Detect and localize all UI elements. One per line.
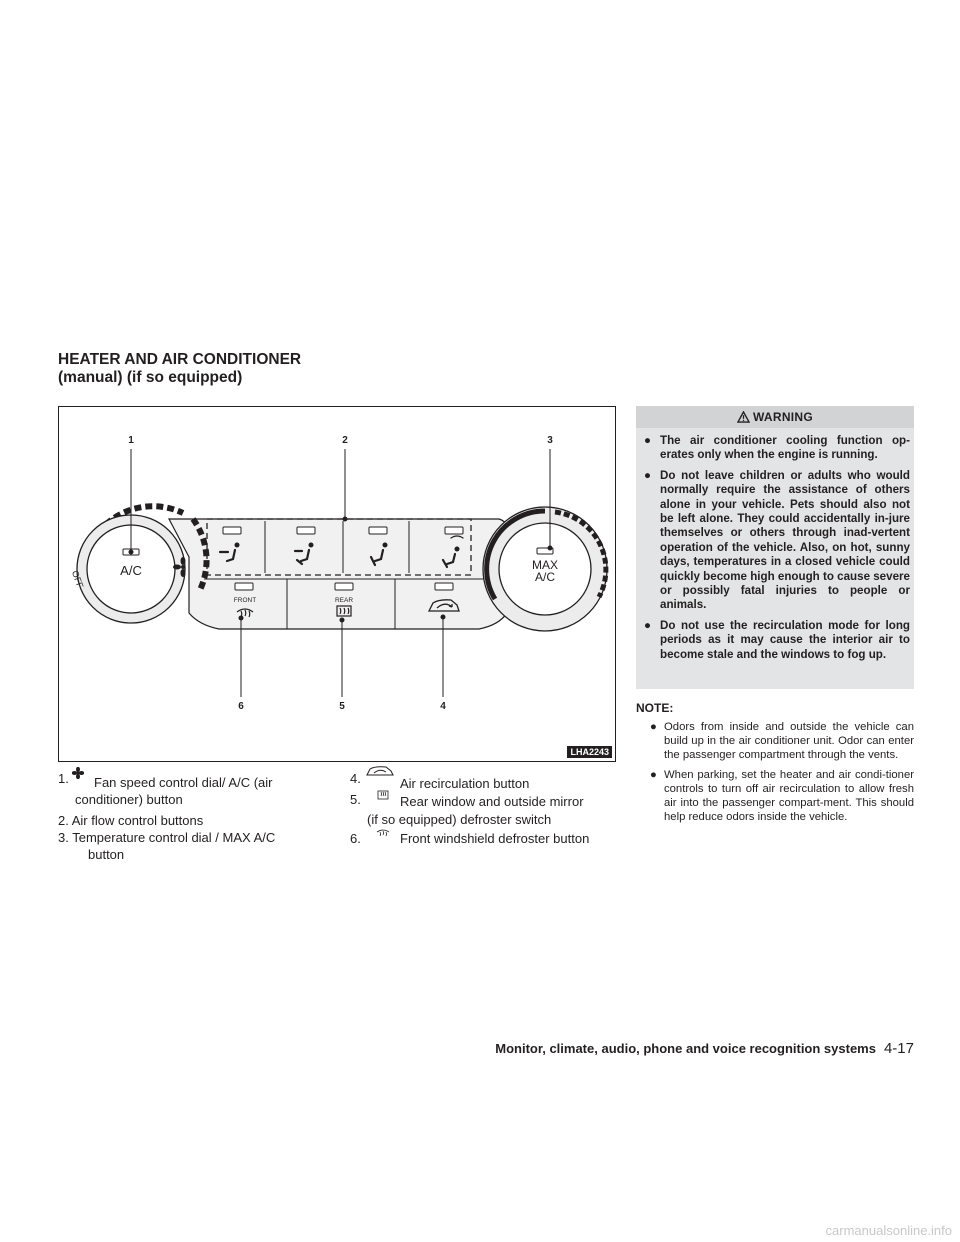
warning-box: WARNING ● The air conditioner cooling fu… bbox=[636, 406, 914, 689]
vent-foot-icon bbox=[369, 542, 388, 567]
temperature-dial: MAX A/C bbox=[482, 506, 609, 632]
warning-item: ● The air conditioner cooling function o… bbox=[644, 434, 910, 462]
fan-speed-dial: A/C OFF bbox=[70, 503, 210, 624]
fan-icon bbox=[173, 557, 186, 577]
warning-item: ● Do not use the recirculation mode for … bbox=[644, 618, 910, 661]
caption-2: 2. Air flow control buttons bbox=[58, 813, 204, 828]
chapter-title: Monitor, climate, audio, phone and voice… bbox=[495, 1041, 876, 1056]
warning-list: ● The air conditioner cooling function o… bbox=[636, 428, 914, 662]
page-footer: Monitor, climate, audio, phone and voice… bbox=[495, 1040, 914, 1057]
callout-3: 3 bbox=[547, 435, 553, 446]
section-subtitle: (manual) (if so equipped) bbox=[58, 369, 243, 386]
section-heading: HEATER AND AIR CONDITIONER (manual) (if … bbox=[58, 351, 301, 387]
caption-3: 3. Temperature control dial / MAX A/C bu… bbox=[58, 830, 276, 862]
max-label: MAX bbox=[532, 558, 558, 572]
rear-defrost-icon bbox=[336, 605, 352, 617]
callout-4: 4 bbox=[440, 701, 446, 712]
callout-6: 6 bbox=[238, 701, 244, 712]
warning-item: ● Do not leave children or adults who wo… bbox=[644, 468, 910, 612]
figure-code: LHA2243 bbox=[567, 746, 612, 758]
callout-5: 5 bbox=[339, 701, 345, 712]
note-heading: NOTE: bbox=[636, 701, 674, 715]
control-panel-illustration: FRONT REAR A/C OFF bbox=[70, 435, 609, 712]
warning-triangle-icon bbox=[736, 411, 750, 423]
note-list: ● Odors from inside and outside the vehi… bbox=[650, 720, 914, 829]
front-label: FRONT bbox=[234, 597, 256, 604]
note-item: ● Odors from inside and outside the vehi… bbox=[650, 721, 914, 762]
vent-bilevel-icon bbox=[293, 542, 314, 566]
recirculation-icon bbox=[427, 599, 460, 612]
fan-icon bbox=[72, 767, 84, 779]
watermark: carmanualsonline.info bbox=[825, 1223, 952, 1238]
rear-label: REAR bbox=[335, 597, 353, 604]
section-title: HEATER AND AIR CONDITIONER bbox=[58, 351, 302, 368]
callout-1: 1 bbox=[128, 435, 134, 446]
warning-title: WARNING bbox=[636, 406, 914, 428]
airflow-group-outline bbox=[206, 518, 472, 576]
ac-label: A/C bbox=[120, 563, 142, 578]
page-number: 4-17 bbox=[883, 1040, 914, 1057]
note-item: ● When parking, set the heater and air c… bbox=[650, 768, 914, 824]
vent-foot-defrost-icon bbox=[441, 535, 464, 569]
callout-2: 2 bbox=[342, 435, 348, 446]
rear-defrost-icon bbox=[377, 790, 389, 800]
front-defrost-icon bbox=[376, 829, 390, 837]
vent-face-icon bbox=[218, 542, 240, 563]
recirculation-icon bbox=[366, 766, 394, 776]
control-panel-figure: FRONT REAR A/C OFF bbox=[58, 406, 616, 762]
max-ac-label: A/C bbox=[535, 570, 555, 584]
